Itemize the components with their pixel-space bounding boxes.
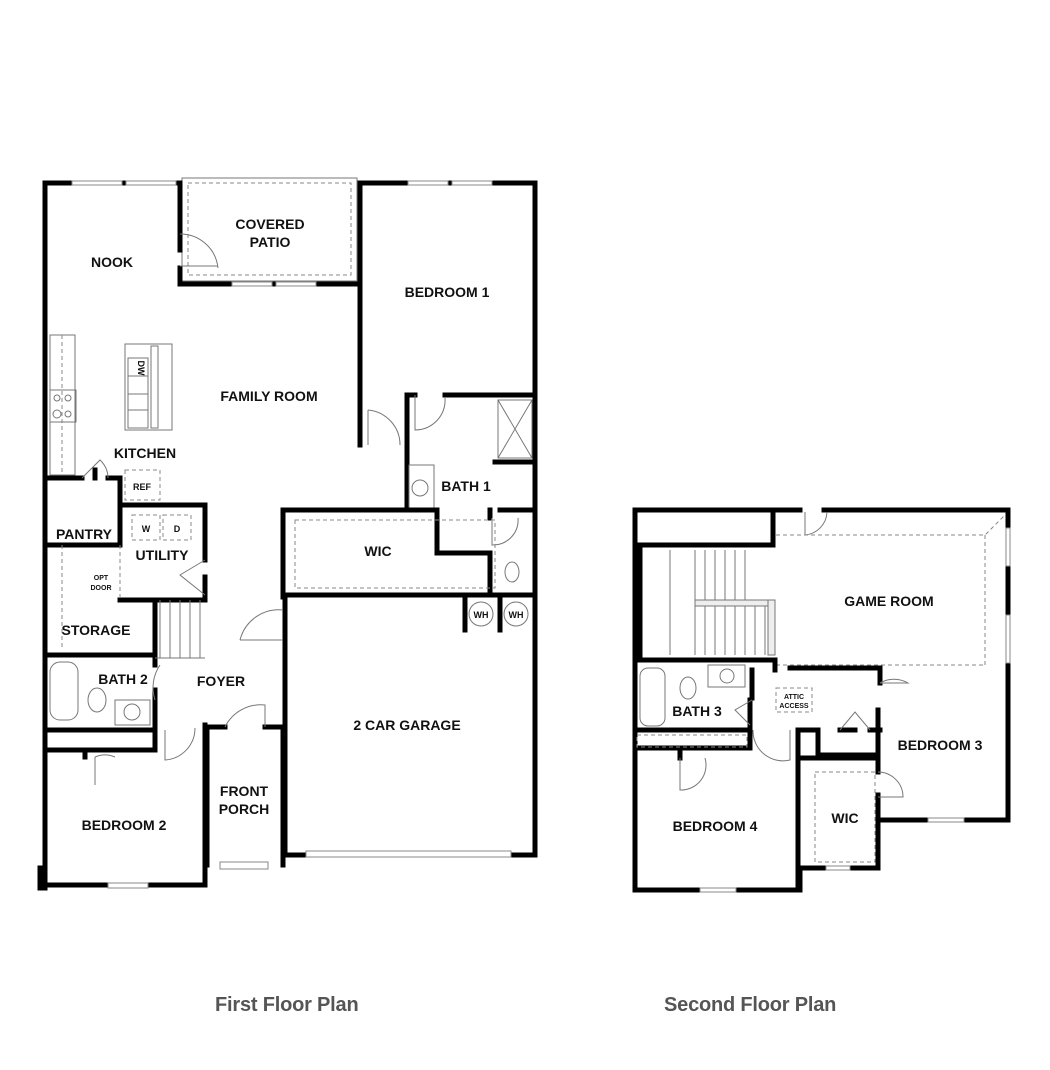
second-floor-plan: GAME ROOM BATH 3 BEDROOM 3 BEDROOM 4 WIC… [632,507,1011,893]
attic-access-label-line2: ACCESS [779,703,809,710]
first-floor-plan: NOOK COVERED PATIO BEDROOM 1 FAMILY ROOM… [37,177,538,891]
room-front-porch-line2: PORCH [219,801,270,817]
room-2-car-garage: 2 CAR GARAGE [353,717,460,733]
room-game-room: GAME ROOM [844,593,933,609]
room-nook: NOOK [91,254,133,270]
room-bedroom-3: BEDROOM 3 [898,737,983,753]
room-front-porch-line1: FRONT [220,783,269,799]
room-pantry: PANTRY [56,526,113,542]
room-covered-patio-line2: PATIO [250,234,291,250]
first-floor-caption: First Floor Plan [215,994,359,1016]
dishwasher-label: DW [136,361,146,376]
room-storage: STORAGE [62,622,131,638]
room-bath-3: BATH 3 [672,703,722,719]
room-kitchen: KITCHEN [114,445,176,461]
water-heater-1-label: WH [474,610,489,620]
opt-door-label-line1: OPT [94,575,109,582]
washer-label: W [142,524,151,534]
opt-door-label-line2: DOOR [91,585,112,592]
room-family-room: FAMILY ROOM [220,388,317,404]
room-wic: WIC [364,543,391,559]
room-bath-2: BATH 2 [98,671,148,687]
room-bedroom-2: BEDROOM 2 [82,817,167,833]
room-covered-patio-line1: COVERED [235,216,304,232]
room-bath-1: BATH 1 [441,478,491,494]
water-heater-2-label: WH [509,610,524,620]
refrigerator-label: REF [133,482,152,492]
room-foyer: FOYER [197,673,245,689]
dryer-label: D [174,524,181,534]
room-utility: UTILITY [136,547,190,563]
second-floor-caption: Second Floor Plan [664,994,837,1016]
room-bedroom-1: BEDROOM 1 [405,284,490,300]
room-wic-2: WIC [831,810,858,826]
attic-access-label-line1: ATTIC [784,694,804,701]
room-bedroom-4: BEDROOM 4 [673,818,758,834]
